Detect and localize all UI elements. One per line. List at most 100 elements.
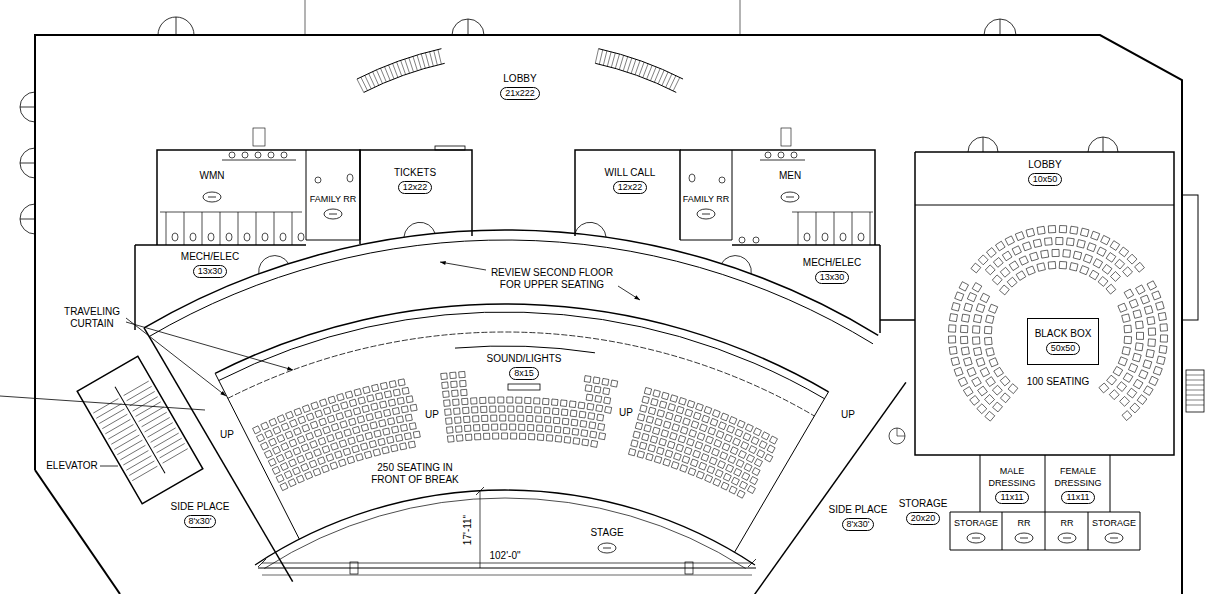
- stair-tread: [120, 445, 145, 460]
- stair-tread: [129, 461, 154, 476]
- vanity-counter: [222, 160, 296, 161]
- plan-note: REVIEW SECOND FLOOR FOR UPPER SEATING: [487, 267, 617, 291]
- stair-tread: [430, 52, 434, 67]
- stair-tread: [627, 58, 632, 72]
- room-size: 21x222: [500, 87, 540, 100]
- leader-line: [126, 322, 293, 370]
- stair-tread: [654, 68, 660, 82]
- room-name: STORAGE: [1092, 517, 1136, 529]
- mirror: [781, 128, 791, 146]
- stair-tread: [124, 381, 149, 396]
- room-label: WILL CALL12x22: [604, 166, 657, 195]
- stair-tread: [639, 62, 644, 76]
- room-tag-dash: [702, 214, 710, 215]
- stair-tread: [384, 66, 390, 80]
- room-label: STORAGE20x20: [898, 497, 949, 526]
- room-label: STAGE: [589, 526, 624, 540]
- stair-tread: [93, 399, 118, 414]
- room-label: STORAGE: [1091, 516, 1137, 530]
- seat-row: [961, 238, 1156, 412]
- stair-tread: [163, 449, 188, 464]
- stair-tread: [1186, 380, 1204, 381]
- stair-tread: [139, 407, 164, 422]
- stage-edge: [255, 490, 755, 565]
- stall-partition: [202, 212, 203, 245]
- room-tag: [1015, 533, 1033, 543]
- stair-tread: [1186, 375, 1204, 376]
- seat-row: [261, 396, 414, 450]
- room-tag: [324, 209, 342, 219]
- room-tag-dash: [208, 197, 216, 198]
- seat-row: [644, 388, 777, 445]
- corridor-wall: [215, 304, 828, 392]
- seat-row: [642, 396, 775, 453]
- stall-front: [160, 212, 302, 213]
- stair-tread: [615, 54, 619, 68]
- interior-wall: [680, 150, 875, 245]
- stair-tread: [142, 412, 167, 427]
- stair-tread: [434, 50, 438, 65]
- door-swing: [20, 148, 35, 178]
- stall-partition: [274, 212, 275, 245]
- corridor-wall: [219, 312, 825, 399]
- stair-tread: [397, 62, 402, 76]
- wall-projection: [1182, 195, 1198, 320]
- arrowhead: [287, 366, 293, 370]
- interior-wall: [680, 240, 732, 241]
- stall-partition: [238, 212, 239, 245]
- stair-tread: [148, 423, 173, 438]
- interior-wall: [915, 152, 1174, 455]
- seat-row: [633, 431, 758, 485]
- toilet: [298, 233, 304, 241]
- direction-label: UP: [425, 409, 439, 421]
- arrowhead: [440, 261, 446, 265]
- stair-tread: [651, 67, 657, 81]
- room-size: 50x50: [1046, 342, 1081, 355]
- interior-wall: [360, 150, 472, 244]
- callout-label: TRAVELING CURTAIN: [60, 306, 124, 330]
- room-size: 10x50: [1028, 173, 1063, 186]
- toilet: [208, 233, 214, 241]
- room-name: FAMILY RR: [310, 193, 357, 205]
- stair-tread: [662, 72, 668, 86]
- seat-row: [443, 389, 611, 404]
- room-label: FEMALE DRESSING11x11: [1049, 464, 1107, 505]
- interior-wall: [157, 244, 306, 246]
- exterior-wall: [35, 470, 120, 594]
- stage-edge: [264, 498, 745, 569]
- dimension: 102'-0": [489, 550, 520, 562]
- room-size: 13x30: [193, 265, 228, 278]
- room-size: 8'x30': [842, 518, 875, 531]
- door-swing: [968, 137, 998, 152]
- urinal: [739, 237, 745, 243]
- stair-tread: [393, 63, 398, 77]
- room-name: RR: [1018, 517, 1031, 529]
- room-name: BLACK BOX: [1035, 328, 1092, 340]
- vanity-counter: [760, 160, 805, 161]
- room-tag-dash: [329, 214, 337, 215]
- urinal: [753, 237, 759, 243]
- stair-tread: [611, 53, 615, 67]
- stair-tread: [1186, 395, 1204, 396]
- stair-tread: [425, 53, 429, 67]
- stair-tread: [603, 51, 607, 66]
- room-label: FAMILY RR: [309, 192, 358, 206]
- toilet: [347, 174, 353, 182]
- stair-tread: [99, 409, 124, 424]
- room-name: SIDE PLACE: [171, 501, 230, 513]
- aisle-wall: [735, 392, 829, 552]
- stair-tread: [417, 55, 421, 69]
- stair-tread: [438, 49, 441, 64]
- stage-line: [262, 575, 752, 576]
- stair-tread: [635, 61, 640, 75]
- room-label: MALE DRESSING11x11: [983, 464, 1041, 505]
- stall-partition: [184, 212, 185, 245]
- room-name: FAMILY RR: [683, 193, 730, 205]
- room-name: FEMALE DRESSING: [1050, 465, 1106, 489]
- door-swing: [20, 204, 35, 234]
- stall-partition: [256, 212, 257, 245]
- stall-front: [792, 212, 873, 213]
- door-swing: [721, 256, 751, 274]
- stall-partition: [166, 212, 167, 245]
- stair-tread: [1186, 385, 1204, 386]
